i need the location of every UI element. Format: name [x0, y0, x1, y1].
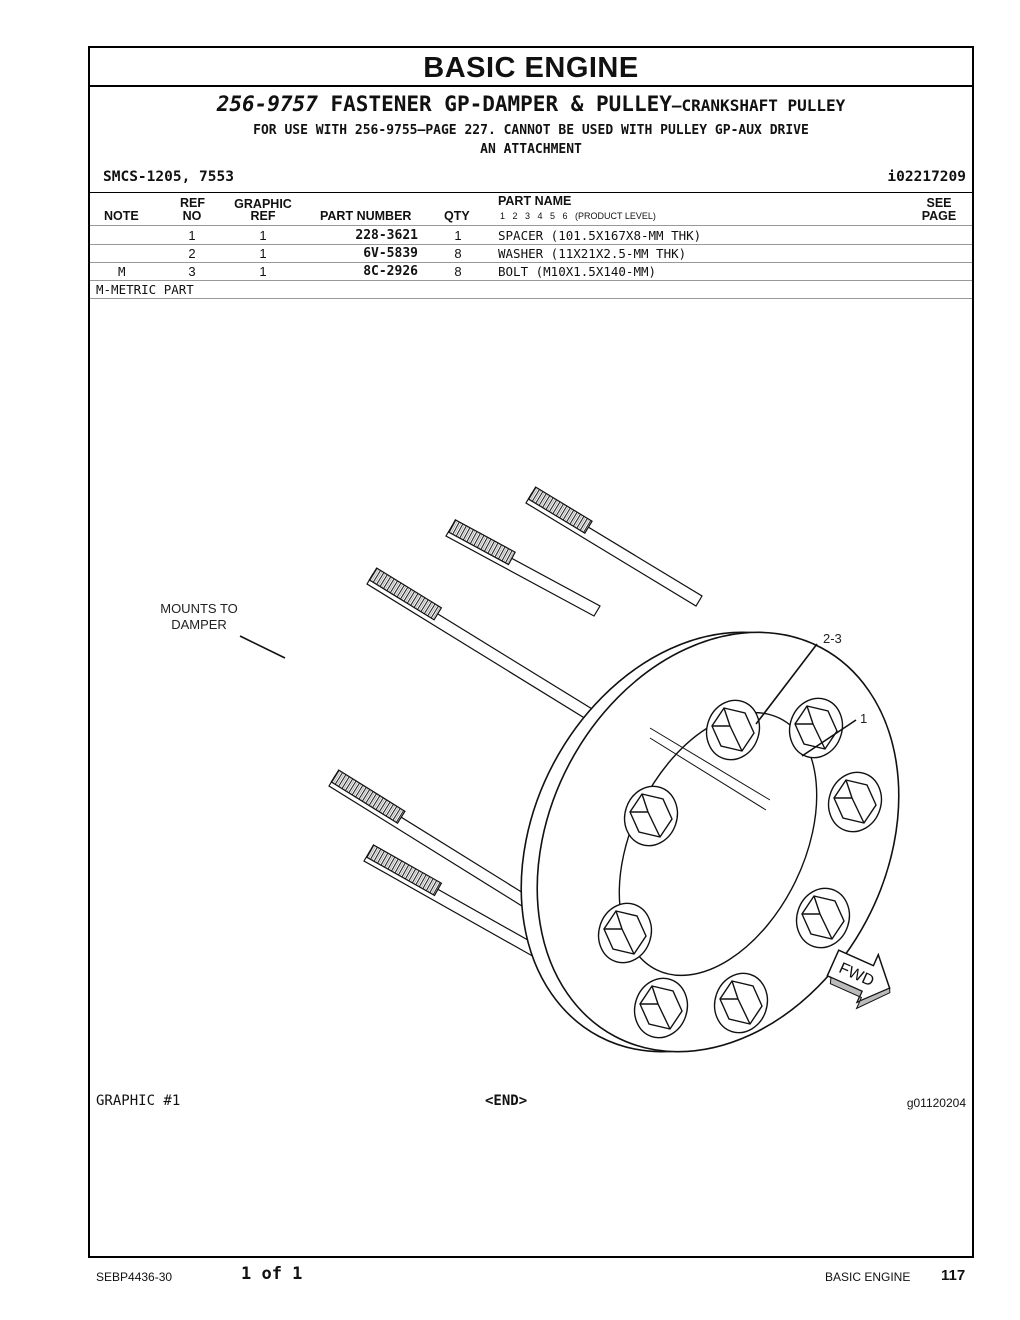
footnote-divider [90, 298, 972, 299]
section-title: BASIC ENGINE [423, 52, 639, 84]
spacer-ring [520, 631, 900, 1053]
end-marker: <END> [485, 1093, 528, 1109]
row-part-number[interactable]: 228-3621 [355, 228, 418, 243]
row-part-number[interactable]: 8C-2926 [363, 264, 418, 279]
row-divider [90, 244, 972, 245]
group-number[interactable]: 256-9757 [216, 92, 318, 116]
col-header-graphic-top: GRAPHIC [234, 197, 292, 211]
page-frame: BASIC ENGINE 256-9757 FASTENER GP-DAMPER… [88, 46, 974, 1258]
illustration-id: i02217209 [887, 169, 966, 185]
col-header-product-levels: 1 2 3 4 5 6 (PRODUCT LEVEL) [500, 211, 656, 221]
col-header-see-top: SEE [926, 196, 952, 210]
row-part-name: BOLT (M10X1.5X140-MM) [498, 264, 657, 279]
group-name: FASTENER GP-DAMPER & PULLEY [330, 92, 672, 116]
bolt-head-icon [633, 977, 689, 1039]
footer-doc-number: SEBP4436-30 [96, 1270, 173, 1284]
leader-mounts-to-damper [239, 635, 286, 659]
row-note: M [118, 264, 126, 279]
bolt-icon [328, 769, 545, 917]
bolt-icon [445, 519, 601, 617]
row-graphic-ref: 1 [259, 228, 267, 243]
row-qty: 1 [454, 228, 462, 243]
row-divider [90, 280, 972, 281]
row-part-name: SPACER (101.5X167X8-MM THK) [498, 228, 702, 243]
bolt-head-icon [788, 697, 844, 759]
row-graphic-ref: 1 [259, 264, 267, 279]
smcs-code: SMCS-1205, 7553 [103, 169, 234, 185]
metric-footnote: M-METRIC PART [96, 282, 194, 297]
group-note-line2: AN ATTACHMENT [480, 142, 582, 157]
row-qty: 8 [454, 246, 462, 261]
col-header-qty: QTY [444, 209, 470, 223]
bolt-head-icon [827, 771, 883, 833]
bolt-shafts [328, 486, 703, 959]
title-divider [90, 85, 972, 87]
bolt-icon [525, 486, 703, 607]
row-ref-no: 3 [188, 264, 196, 279]
bolt-heads [597, 697, 883, 1039]
col-header-see-bottom: PAGE [921, 209, 957, 223]
footer-section: BASIC ENGINE [825, 1270, 911, 1284]
bolt-head-icon [713, 972, 769, 1034]
bolt-head-icon [597, 902, 653, 964]
col-header-note: NOTE [104, 209, 139, 223]
callout-2-3: 2-3 [823, 631, 842, 646]
graphic-id: g01120204 [906, 1096, 966, 1110]
col-header-graphic-bottom: REF [250, 209, 276, 223]
graphic-caption: GRAPHIC #1 [96, 1093, 181, 1109]
smcs-divider [90, 192, 972, 193]
leader-2-3 [755, 643, 818, 725]
callout-mounts-line2: DAMPER [171, 617, 227, 632]
callout-mounts-line1: MOUNTS TO [160, 601, 238, 616]
leader-1 [801, 719, 857, 757]
bolt-head-icon [623, 785, 679, 847]
col-header-ref-bottom: NO [182, 209, 202, 223]
footer-page-of: 1 of 1 [241, 1264, 303, 1284]
group-heading: 256-9757 FASTENER GP-DAMPER & PULLEY—CRA… [90, 92, 972, 116]
exploded-view-graphic: FWD MOUNTS TO DAMPER 2-3 1 [160, 486, 900, 1053]
group-subname: —CRANKSHAFT PULLEY [671, 96, 846, 115]
callout-1: 1 [860, 711, 867, 726]
footer-page-number: 117 [941, 1267, 966, 1284]
row-graphic-ref: 1 [259, 246, 267, 261]
group-note-line1: FOR USE WITH 256-9755—PAGE 227. CANNOT B… [253, 123, 809, 138]
col-header-part-number: PART NUMBER [320, 209, 412, 223]
row-ref-no: 2 [188, 246, 196, 261]
bolt-head-icon [795, 887, 851, 949]
header-divider [90, 225, 972, 226]
col-header-part-name: PART NAME [498, 194, 572, 208]
row-divider [90, 262, 972, 263]
row-part-name: WASHER (11X21X2.5-MM THK) [498, 246, 687, 261]
row-ref-no: 1 [188, 228, 196, 243]
col-header-ref-top: REF [180, 196, 205, 210]
bolt-head-icon [705, 699, 761, 761]
row-qty: 8 [454, 264, 462, 279]
forward-arrow-icon: FWD [826, 949, 891, 1010]
row-part-number[interactable]: 6V-5839 [363, 246, 418, 261]
